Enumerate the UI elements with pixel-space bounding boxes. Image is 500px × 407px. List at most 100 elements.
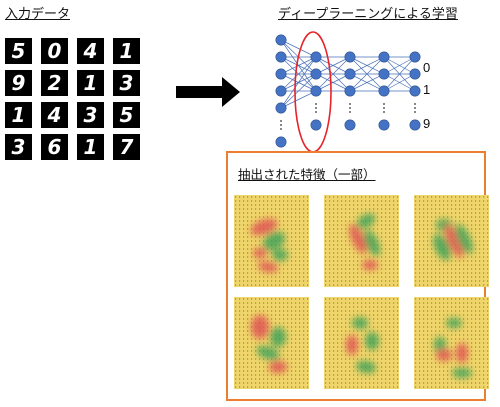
red-activation-blob <box>444 224 464 258</box>
green-activation-blob <box>455 224 473 254</box>
digit-image: 0 <box>41 38 68 64</box>
red-activation-blob <box>456 343 468 363</box>
digit-image: 1 <box>77 70 104 96</box>
deep-learning-title: ディープラーニングによる学習 <box>278 7 458 22</box>
neuron-node <box>378 68 390 80</box>
ellipsis-dot <box>280 128 282 130</box>
neuron-node <box>409 85 421 97</box>
neuron-node <box>344 68 356 80</box>
ellipsis-dot <box>315 103 317 105</box>
ellipsis-dot <box>315 111 317 113</box>
ellipsis-dot <box>383 103 385 105</box>
feature-map <box>414 195 489 287</box>
digit-image: 3 <box>77 102 104 128</box>
ellipsis-dot <box>315 107 317 109</box>
feature-map <box>234 195 309 287</box>
green-activation-blob <box>270 327 286 347</box>
digit-image: 7 <box>113 134 140 160</box>
red-activation-blob <box>250 218 278 236</box>
mnist-digit-grid: 5 0 4 1 9 2 1 3 1 4 3 5 3 6 1 7 <box>5 38 142 160</box>
network-edge <box>280 90 317 109</box>
neuron-node <box>275 68 287 80</box>
neuron-node <box>344 119 356 131</box>
green-activation-blob <box>272 249 288 261</box>
neuron-node <box>378 119 390 131</box>
network-edge <box>383 56 416 92</box>
red-activation-blob <box>346 335 358 355</box>
green-activation-blob <box>446 318 462 328</box>
digit-image: 3 <box>113 70 140 96</box>
flow-arrow <box>176 77 240 107</box>
network-edge <box>349 56 385 92</box>
neuron-node <box>275 136 287 148</box>
red-activation-blob <box>362 260 378 270</box>
green-activation-blob <box>365 332 379 350</box>
ellipsis-dot <box>414 107 416 109</box>
green-activation-blob <box>356 360 376 374</box>
red-activation-blob <box>258 261 278 273</box>
output-label-9: 9 <box>423 116 431 131</box>
feature-background <box>234 297 309 389</box>
digit-image: 1 <box>113 38 140 64</box>
green-activation-blob <box>452 368 472 378</box>
neuron-node <box>275 51 287 63</box>
red-activation-blob <box>349 224 367 254</box>
network-edge <box>280 56 317 92</box>
neuron-node <box>409 51 421 63</box>
neuron-node <box>275 102 287 114</box>
neuron-node <box>378 85 390 97</box>
green-activation-blob <box>363 230 381 256</box>
ellipsis-dot <box>280 120 282 122</box>
feature-background <box>324 297 399 389</box>
output-label-1: 1 <box>423 82 431 97</box>
neuron-node <box>275 85 287 97</box>
neuron-node <box>409 68 421 80</box>
digit-image: 1 <box>77 134 104 160</box>
digit-image: 4 <box>77 38 104 64</box>
input-data-title: 入力データ <box>5 7 71 22</box>
green-activation-blob <box>256 346 280 360</box>
network-edge <box>383 73 416 92</box>
network-edge <box>315 73 351 92</box>
output-label-0: 0 <box>423 60 431 75</box>
neuron-node <box>275 34 287 46</box>
network-edge <box>349 56 385 75</box>
green-activation-blob <box>356 213 376 229</box>
feature-background <box>414 297 489 389</box>
ellipsis-dot <box>414 103 416 105</box>
green-activation-blob <box>262 231 286 251</box>
network-edge <box>315 56 351 92</box>
ellipsis-dot <box>349 103 351 105</box>
ellipsis-dot <box>349 111 351 113</box>
red-activation-blob <box>253 248 267 258</box>
red-activation-blob <box>269 361 287 373</box>
ellipsis-dots <box>280 103 416 130</box>
neuron-node <box>344 85 356 97</box>
digit-image: 1 <box>5 102 32 128</box>
network-edge <box>280 56 317 75</box>
ellipsis-dot <box>280 124 282 126</box>
ellipsis-dot <box>349 107 351 109</box>
red-activation-blob <box>251 315 269 339</box>
digit-image: 5 <box>113 102 140 128</box>
digit-image: 9 <box>5 70 32 96</box>
network-edge <box>315 56 351 75</box>
digit-image: 3 <box>5 134 32 160</box>
extracted-features-title: 抽出された特徴（一部） <box>238 167 376 182</box>
network-edge <box>349 73 385 92</box>
feature-map <box>414 297 489 389</box>
ellipsis-dot <box>414 111 416 113</box>
digit-image: 5 <box>5 38 32 64</box>
neuron-node <box>409 119 421 131</box>
green-activation-blob <box>352 317 368 329</box>
network-edge <box>280 39 317 58</box>
neuron-node <box>378 51 390 63</box>
network-edges <box>280 39 416 109</box>
feature-map <box>324 195 399 287</box>
digit-image: 2 <box>41 70 68 96</box>
neuron-node <box>344 51 356 63</box>
digit-image: 4 <box>41 102 68 128</box>
ellipsis-dot <box>383 107 385 109</box>
network-edge <box>280 56 317 109</box>
feature-map <box>234 297 309 389</box>
